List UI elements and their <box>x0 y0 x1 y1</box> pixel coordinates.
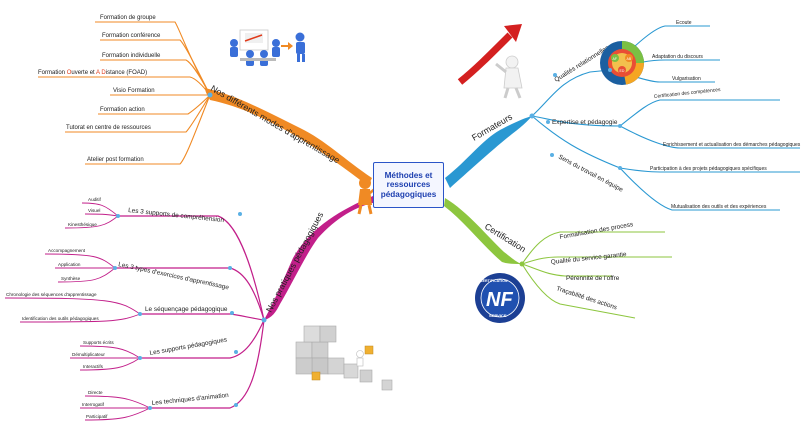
donut-chart-illustration: AF AB ED <box>600 41 644 85</box>
donut-label-af: AF <box>613 57 617 61</box>
central-title-line-3: pédagogiques <box>380 189 437 199</box>
modes-item-6: Tutorat en centre de ressources <box>66 125 151 131</box>
pratiques-item-identification: Identification des outils pédagogiques <box>22 316 99 321</box>
modes-item-0: Formation de groupe <box>100 15 156 21</box>
formateurs-item-adaptation: Adaptation du discours <box>652 54 703 60</box>
branch-modes-stroke <box>205 88 372 186</box>
pratiques-sub-4-label: Les techniques d'animation <box>151 392 229 407</box>
pratiques-item-supports-ecrits: Supports écrits <box>83 340 114 345</box>
formateurs-item-participation: Participation à des projets pédagogiques… <box>650 166 767 172</box>
pratiques-item-demultiplicateur: Démultiplicateur <box>72 352 105 357</box>
pratiques-leaf-lines <box>4 202 151 421</box>
modes-item-4: Visio Formation <box>113 88 155 94</box>
classroom-illustration <box>230 29 305 66</box>
nf-logo-text: NF <box>486 289 513 311</box>
modes-item-7: Atelier post formation <box>87 157 144 163</box>
formateurs-lines <box>531 25 800 211</box>
pratiques-item-participatif: Participatif <box>86 414 108 419</box>
pratiques-item-interactifs: Interactifs <box>83 364 104 369</box>
modes-item-5: Formation action <box>100 107 145 113</box>
nf-logo-bottom-text: SERVICE <box>489 313 507 318</box>
pratiques-item-chronologie: Chronologie des séquences d'apprentissag… <box>6 292 97 297</box>
pratiques-item-kinesthesique: Kinesthésique <box>68 222 97 227</box>
donut-label-ed: ED <box>620 69 625 73</box>
formateurs-item-mutualisation: Mutualisation des outils et des expérien… <box>671 204 767 210</box>
formateurs-sub-2-label: Sens du travail en équipe <box>557 154 624 194</box>
branch-pratiques-stroke <box>264 196 377 320</box>
certification-item-3: Traçabilité des actions <box>555 285 617 311</box>
formateurs-sub-1-label: Expertise et pédagogie <box>552 119 618 126</box>
modes-item-3: Formation Ouverte et A Distance (FOAD) <box>38 70 147 76</box>
connector-dots <box>113 68 622 410</box>
modes-leaf-lines <box>38 21 211 165</box>
formateurs-item-enrichissement: Enrichissement et actualisation des déma… <box>663 142 801 148</box>
certification-item-2: Pérennité de l'offre <box>566 275 620 282</box>
nf-logo-ring-text: CERTIFICATION <box>480 279 508 283</box>
branch-certification-stroke <box>444 198 522 264</box>
pratiques-sub-2-label: Le séquençage pédagogique <box>145 306 228 313</box>
certification-lines <box>521 231 672 319</box>
branch-label-pratiques: Nos pratiques pédagogiques <box>264 210 326 314</box>
donut-label-ab: AB <box>627 57 632 61</box>
formateurs-item-vulgarisation: Vulgarisation <box>672 76 701 82</box>
certification-item-0: Formalisation des process <box>559 221 634 241</box>
rising-arrow-figure-illustration <box>457 24 523 99</box>
pratiques-item-interrogatif: Interrogatif <box>82 402 105 407</box>
pratiques-item-synthese: Synthèse <box>61 276 81 281</box>
certification-item-1: Qualité du service garantie <box>550 251 627 266</box>
formateurs-item-ecoute: Ecoute <box>676 20 692 26</box>
branch-formateurs-stroke <box>445 116 532 188</box>
central-title-line-2: ressources <box>386 180 431 190</box>
pratiques-item-directe: Directe <box>88 390 103 395</box>
central-topic: Méthodes et ressources pédagogiques <box>373 162 444 208</box>
modes-item-1: Formation conférence <box>102 33 161 39</box>
nf-certification-logo: CERTIFICATION NF SERVICE <box>475 273 525 323</box>
pratiques-sub-3-label: Les supports pédagogiques <box>149 336 228 357</box>
central-title-line-1: Méthodes et <box>384 171 433 181</box>
pratiques-item-application: Application <box>58 262 81 267</box>
pratiques-item-auditif: Auditif <box>88 197 101 202</box>
pratiques-item-visuel: Visuel <box>88 208 100 213</box>
modes-item-2: Formation individuelle <box>102 53 161 59</box>
branch-label-modes: Nos différents modes d'apprentissage <box>209 83 342 165</box>
puzzle-cubes-illustration <box>295 325 393 391</box>
pratiques-sub-1-label: Les 3 types d'exercices d'apprentissage <box>118 261 230 291</box>
formateurs-item-certification: Certification des compétences <box>654 87 722 100</box>
pratiques-item-accompagnement: Accompagnement <box>48 248 86 253</box>
